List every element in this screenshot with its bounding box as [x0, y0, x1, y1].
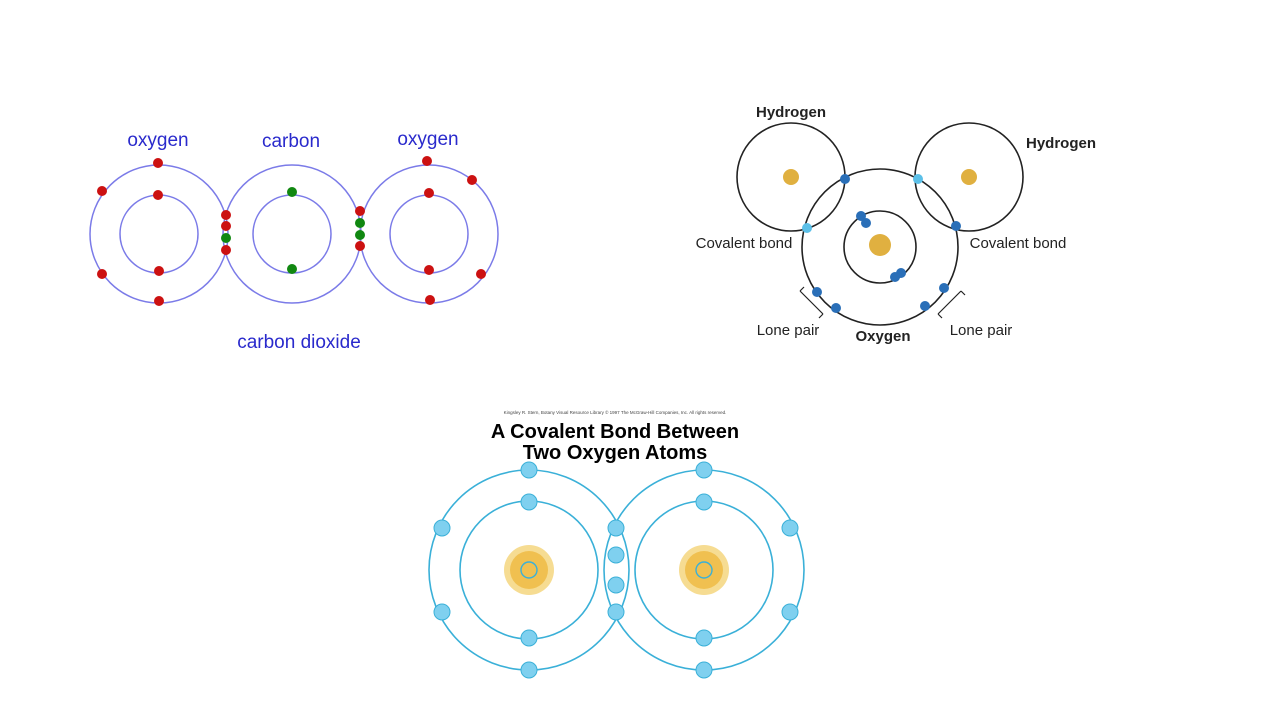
- o2-shells: [428, 469, 805, 671]
- co2-oxygen-electron: [153, 190, 163, 200]
- h2o-oxygen-inner-shell: [843, 210, 917, 284]
- co2-oxygen-electron: [221, 221, 231, 231]
- co2-left-oxygen-inner-shell: [119, 194, 199, 274]
- h2o-lone-pair-right-label: Lone pair: [950, 322, 1013, 339]
- co2-oxygen-electron: [424, 265, 434, 275]
- o2-electron: [520, 629, 538, 647]
- o2-nuclei: [504, 545, 729, 595]
- o2-electron: [695, 661, 713, 679]
- o2-electrons: [433, 461, 799, 679]
- co2-oxygen-electron: [153, 158, 163, 168]
- o2-electron: [520, 461, 538, 479]
- h2o-oxygen-label: Oxygen: [855, 328, 910, 345]
- co2-oxygen-electron: [355, 241, 365, 251]
- o2-electron: [607, 603, 625, 621]
- h2o-electron: [856, 211, 866, 221]
- co2-right-oxygen-inner-shell: [389, 194, 469, 274]
- o2-electron: [607, 576, 625, 594]
- h2o-lone-pair-bracket-right: [937, 290, 966, 319]
- h2o-particles: [783, 169, 977, 313]
- co2-oxygen-electron: [467, 175, 477, 185]
- h2o-oxygen-outer-shell: [801, 168, 959, 326]
- co2-diagram: oxygen carbon oxygen carbon dioxide: [80, 120, 520, 360]
- o2-diagram-svg: Kingsley R. Stern, Botany Visual Resourc…: [428, 409, 805, 679]
- o2-electron: [781, 603, 799, 621]
- co2-carbon-electron: [221, 233, 231, 243]
- o2-left-nucleus-core: [520, 561, 538, 579]
- h2o-diagram: Hydrogen Hydrogen Covalent bond Covalent…: [680, 95, 1120, 355]
- o2-right-nucleus: [685, 551, 723, 589]
- co2-right-oxygen-label: oxygen: [397, 129, 458, 150]
- h2o-electron: [840, 174, 850, 184]
- co2-left-oxygen-label: oxygen: [127, 130, 188, 151]
- o2-left-nucleus: [510, 551, 548, 589]
- co2-caption: carbon dioxide: [237, 332, 361, 353]
- co2-oxygen-electron: [425, 295, 435, 305]
- o2-electron: [695, 461, 713, 479]
- h2o-electron: [951, 221, 961, 231]
- co2-right-oxygen-outer-shell: [359, 164, 499, 304]
- co2-carbon-electron: [355, 230, 365, 240]
- co2-carbon-electron: [355, 218, 365, 228]
- h2o-hydrogen-left-nucleus: [783, 169, 799, 185]
- o2-electron: [607, 546, 625, 564]
- o2-electron: [781, 519, 799, 537]
- co2-carbon-outer-shell: [222, 164, 362, 304]
- co2-oxygen-electron: [97, 269, 107, 279]
- co2-carbon-electron: [287, 187, 297, 197]
- h2o-shared-electron: [913, 174, 923, 184]
- o2-electron: [433, 603, 451, 621]
- co2-carbon-electron: [287, 264, 297, 274]
- co2-oxygen-electron: [221, 245, 231, 255]
- h2o-lone-pair-brackets: [799, 286, 966, 319]
- h2o-hydrogen-right-nucleus: [961, 169, 977, 185]
- h2o-electron: [861, 218, 871, 228]
- co2-left-oxygen-outer-shell: [89, 164, 229, 304]
- co2-oxygen-electron: [154, 266, 164, 276]
- o2-right-nucleus-core: [695, 561, 713, 579]
- co2-oxygen-electron: [476, 269, 486, 279]
- h2o-electron: [920, 301, 930, 311]
- co2-shells: [89, 164, 499, 304]
- h2o-oxygen-nucleus: [869, 234, 891, 256]
- h2o-shells: [736, 122, 1024, 326]
- co2-oxygen-electron: [424, 188, 434, 198]
- o2-electron: [520, 493, 538, 511]
- co2-carbon-inner-shell: [252, 194, 332, 274]
- co2-diagram-svg: oxygen carbon oxygen carbon dioxide: [89, 129, 499, 353]
- co2-electrons: [97, 156, 486, 306]
- o2-electron: [607, 519, 625, 537]
- h2o-lone-pair-bracket-left: [799, 286, 824, 319]
- h2o-lone-pair-left-label: Lone pair: [757, 322, 820, 339]
- h2o-diagram-svg: Hydrogen Hydrogen Covalent bond Covalent…: [696, 104, 1096, 345]
- o2-electron: [520, 661, 538, 679]
- co2-oxygen-electron: [221, 210, 231, 220]
- o2-title-line1: A Covalent Bond Between: [491, 421, 739, 443]
- o2-electron: [695, 629, 713, 647]
- h2o-covalent-bond-right-label: Covalent bond: [970, 235, 1067, 252]
- co2-carbon-label: carbon: [262, 131, 320, 152]
- h2o-hydrogen-left-label: Hydrogen: [756, 104, 826, 121]
- h2o-electron: [831, 303, 841, 313]
- h2o-hydrogen-right-label: Hydrogen: [1026, 135, 1096, 152]
- co2-oxygen-electron: [97, 186, 107, 196]
- h2o-shared-electron: [802, 223, 812, 233]
- co2-oxygen-electron: [422, 156, 432, 166]
- h2o-electron: [812, 287, 822, 297]
- h2o-electron: [890, 272, 900, 282]
- co2-oxygen-electron: [355, 206, 365, 216]
- h2o-electron: [939, 283, 949, 293]
- o2-title-line2: Two Oxygen Atoms: [523, 442, 707, 464]
- o2-credit-line: Kingsley R. Stern, Botany Visual Resourc…: [504, 409, 727, 415]
- o2-diagram: Kingsley R. Stern, Botany Visual Resourc…: [410, 405, 820, 695]
- o2-electron: [695, 493, 713, 511]
- h2o-covalent-bond-left-label: Covalent bond: [696, 235, 793, 252]
- o2-electron: [433, 519, 451, 537]
- co2-oxygen-electron: [154, 296, 164, 306]
